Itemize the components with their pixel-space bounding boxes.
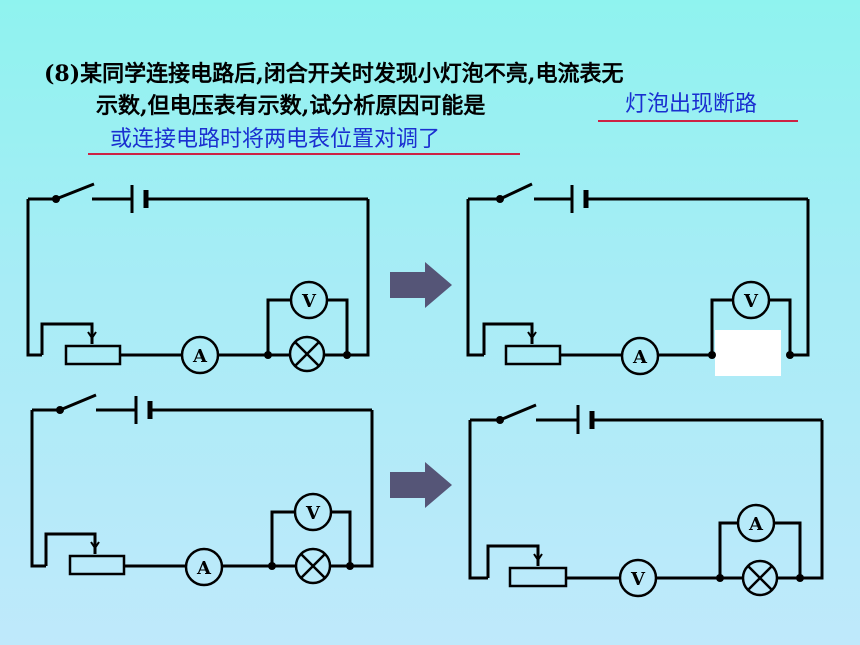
switch-icon bbox=[499, 182, 533, 201]
switch-icon bbox=[55, 182, 95, 201]
switch-icon bbox=[59, 393, 97, 412]
question-line-1: (8)某同学连接电路后,闭合开关时发现小灯泡不亮,电流表无 bbox=[44, 61, 624, 87]
ammeter-icon bbox=[736, 503, 776, 543]
circuit-original-bottom-left bbox=[30, 393, 374, 587]
voltmeter-icon bbox=[289, 280, 329, 320]
circuit-meters-swapped-bottom-right bbox=[468, 403, 824, 598]
answer-blank-line-2 bbox=[88, 153, 520, 155]
circuit-original-top-left bbox=[26, 182, 370, 375]
rheostat-icon bbox=[64, 344, 122, 366]
arrow-right-icon-bottom bbox=[390, 462, 452, 508]
question-line-2: 示数,但电压表有示数,试分析原因可能是 bbox=[96, 93, 486, 119]
lamp-removed-patch bbox=[715, 330, 781, 376]
ammeter-icon bbox=[180, 335, 220, 375]
ammeter-icon bbox=[620, 336, 660, 376]
voltmeter-label: V bbox=[301, 291, 317, 312]
answer-text-1: 灯泡出现断路 bbox=[625, 92, 758, 117]
voltmeter-label: V bbox=[743, 291, 759, 312]
arrow-right-icon-top bbox=[390, 262, 452, 308]
voltmeter-label: V bbox=[305, 503, 321, 524]
voltmeter-icon bbox=[293, 492, 333, 532]
answer-blank-line-1 bbox=[598, 120, 798, 122]
switch-icon bbox=[499, 403, 537, 422]
rheostat-icon bbox=[68, 554, 126, 576]
rheostat-icon bbox=[504, 344, 562, 366]
circuit-lamp-broken-top-right bbox=[466, 182, 810, 376]
ammeter-label: A bbox=[196, 558, 212, 579]
voltmeter-label: V bbox=[630, 569, 646, 590]
rheostat-icon bbox=[508, 566, 568, 588]
ammeter-icon bbox=[184, 547, 224, 587]
ammeter-label: A bbox=[632, 347, 648, 368]
junction-dots bbox=[52, 195, 804, 582]
ammeter-label: A bbox=[192, 346, 208, 367]
ammeter-label: A bbox=[748, 514, 764, 535]
answer-text-2: 或连接电路时将两电表位置对调了 bbox=[110, 127, 441, 152]
voltmeter-icon bbox=[731, 280, 771, 320]
voltmeter-icon bbox=[618, 558, 658, 598]
